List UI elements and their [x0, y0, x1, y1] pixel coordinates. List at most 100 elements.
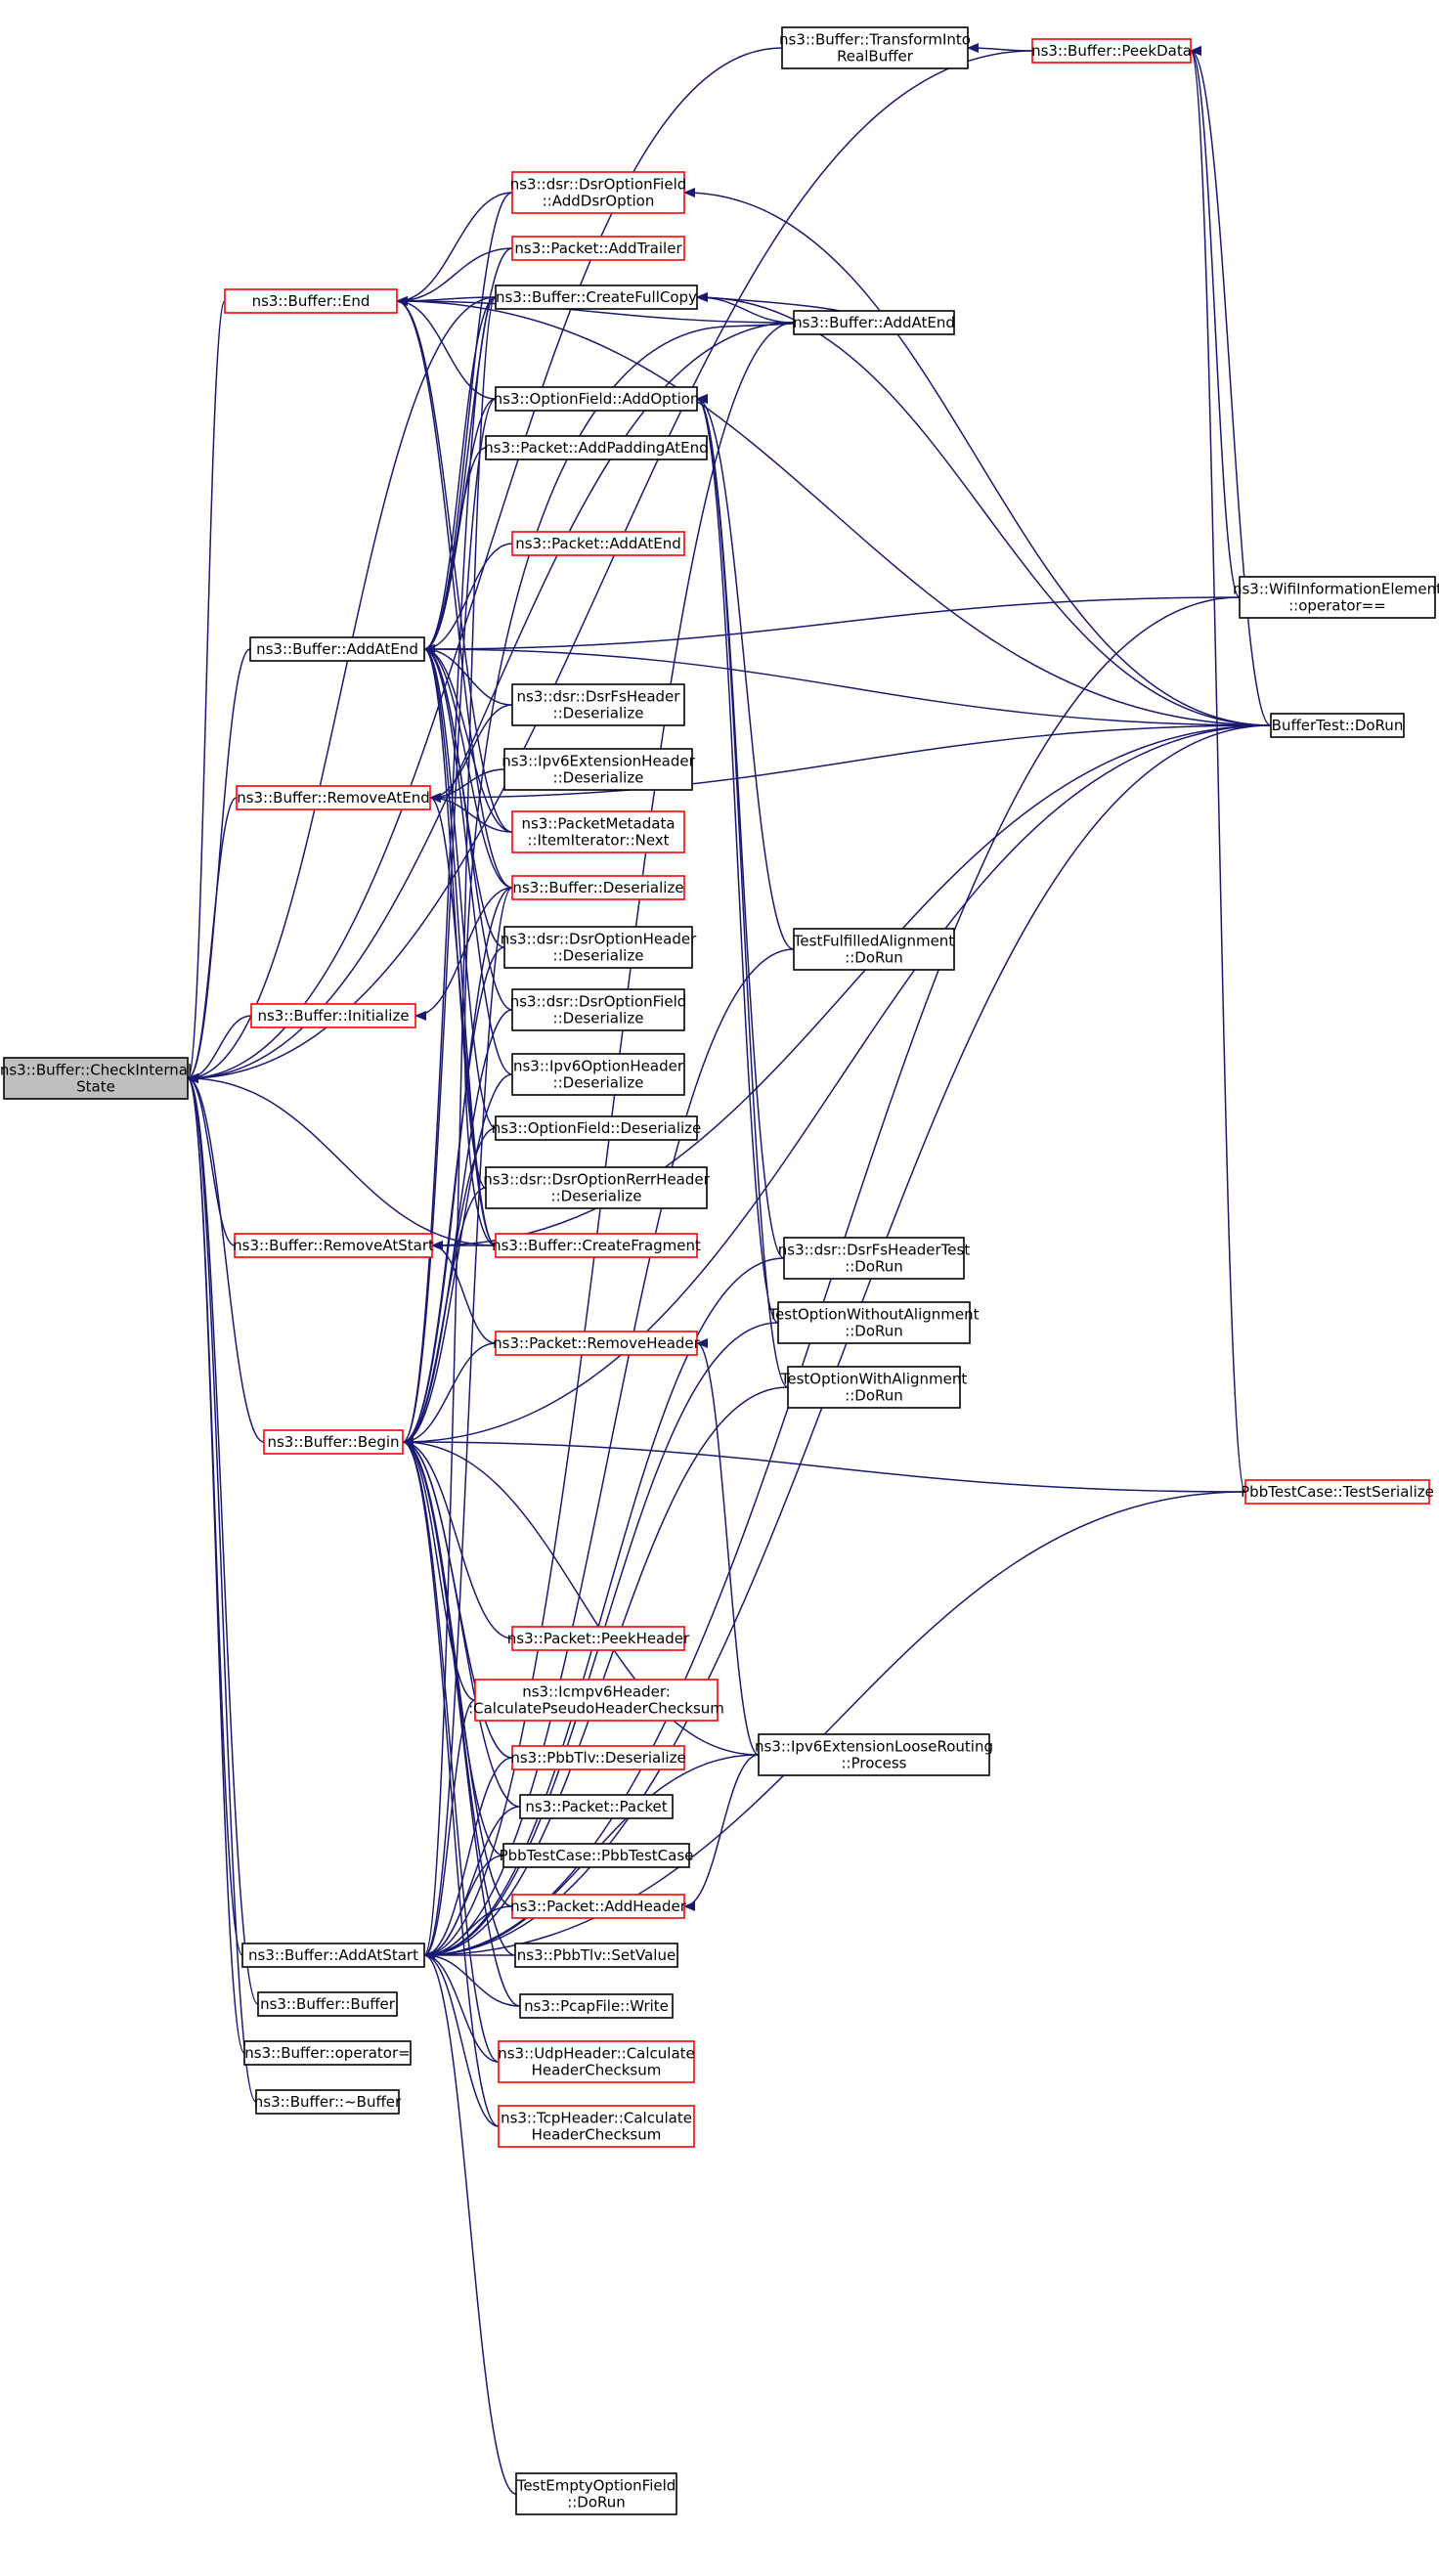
graph-edge	[696, 394, 785, 1259]
graph-edge	[696, 394, 779, 1324]
graph-edge	[423, 543, 513, 654]
edge-testwith-to-addoption	[696, 394, 789, 1388]
node-label: ns3::dsr::DsrFsHeaderTest	[778, 1242, 971, 1259]
node-box	[263, 1429, 404, 1455]
edge-pktmeta-to-addatend	[423, 644, 513, 833]
graph-node-dsroptheader[interactable]: ns3::dsr::DsrOptionHeader::Deserialize	[501, 926, 697, 969]
graph-node-addpadding[interactable]: ns3::Packet::AddPaddingAtEnd	[484, 435, 709, 460]
node-label: ::Deserialize	[553, 1074, 644, 1092]
graph-node-bufassign[interactable]: ns3::Buffer::operator=	[243, 2040, 412, 2066]
node-label: ns3::dsr::DsrOptionHeader	[501, 931, 697, 948]
node-label: ns3::OptionField::Deserialize	[492, 1119, 702, 1137]
edge-addatend2-to-end	[396, 296, 795, 324]
graph-node-ipv6opt[interactable]: ns3::Ipv6OptionHeader::Deserialize	[511, 1053, 685, 1096]
edge-pbbserialize-to-begin	[402, 1437, 1246, 1493]
graph-node-testfulfilled[interactable]: TestFulfilledAlignment::DoRun	[793, 928, 955, 971]
graph-node-dsroptfield[interactable]: ns3::dsr::DsrOptionField::Deserialize	[510, 988, 687, 1031]
edge-ipv6opt-to-begin	[402, 1073, 513, 1447]
edge-udpchk-to-begin	[402, 1437, 500, 2063]
graph-node-pcapwrite[interactable]: ns3::PcapFile::Write	[519, 1993, 674, 2019]
edge-bufbuffer-to-check	[187, 1073, 259, 2005]
graph-node-createfull[interactable]: ns3::Buffer::CreateFullCopy	[495, 284, 698, 310]
graph-node-optfielddeser[interactable]: ns3::OptionField::Deserialize	[492, 1115, 702, 1141]
graph-edge	[423, 1950, 500, 2127]
graph-edge	[423, 644, 513, 706]
graph-node-pktmeta[interactable]: ns3::PacketMetadata::ItemIterator::Next	[511, 810, 685, 853]
edge-pbbtlvdeser-to-addatstart	[423, 1757, 513, 1960]
graph-node-dsrfstest[interactable]: ns3::dsr::DsrFsHeaderTest::DoRun	[778, 1237, 971, 1280]
edge-buffertest-to-end	[396, 296, 1272, 726]
graph-node-buffertest[interactable]: BufferTest::DoRun	[1270, 713, 1405, 738]
graph-node-testempty[interactable]: TestEmptyOptionField::DoRun	[515, 2472, 677, 2515]
graph-edge	[187, 322, 795, 1083]
node-label: ns3::Buffer::Initialize	[257, 1007, 409, 1025]
graph-node-removeatstart[interactable]: ns3::Buffer::RemoveAtStart	[233, 1233, 434, 1258]
graph-node-testwith[interactable]: TestOptionWithAlignment::DoRun	[780, 1366, 968, 1409]
graph-node-addtrailer[interactable]: ns3::Packet::AddTrailer	[511, 236, 685, 261]
edge-pcapwrite-to-addatstart	[423, 1950, 521, 2007]
node-label: ns3::Buffer::PeekData	[1031, 42, 1192, 60]
graph-node-initialize[interactable]: ns3::Buffer::Initialize	[250, 1003, 416, 1028]
graph-node-pbbserialize[interactable]: PbbTestCase::TestSerialize	[1241, 1479, 1434, 1505]
graph-edge	[402, 1437, 500, 2127]
graph-node-addoption[interactable]: ns3::OptionField::AddOption	[494, 386, 700, 412]
graph-node-addatend[interactable]: ns3::Buffer::AddAtEnd	[249, 636, 425, 662]
node-box	[1239, 576, 1436, 619]
graph-node-createfrag[interactable]: ns3::Buffer::CreateFragment	[492, 1233, 701, 1258]
graph-node-addatend2[interactable]: ns3::Buffer::AddAtEnd	[793, 310, 955, 335]
node-label: ns3::Buffer::CreateFullCopy	[496, 288, 697, 306]
graph-edge	[423, 644, 513, 1075]
graph-edge	[187, 1073, 245, 2054]
edge-addatend2-to-check	[187, 322, 795, 1083]
graph-edge	[423, 948, 795, 1960]
graph-edge	[429, 704, 513, 803]
graph-node-peekdata[interactable]: ns3::Buffer::PeekData	[1031, 38, 1192, 64]
node-label: TestFulfilledAlignment	[793, 933, 955, 950]
graph-node-addheader[interactable]: ns3::Packet::AddHeader	[510, 1894, 687, 1919]
graph-node-testwithout[interactable]: TestOptionWithoutAlignment::DoRun	[767, 1301, 980, 1344]
node-box	[495, 284, 698, 310]
graph-node-ipv6ext[interactable]: ns3::Ipv6ExtensionHeader::Deserialize	[501, 748, 696, 791]
edge-removeatstart-to-check	[187, 1073, 236, 1246]
graph-node-addatstart[interactable]: ns3::Buffer::AddAtStart	[241, 1943, 425, 1968]
graph-edge	[463, 292, 850, 1246]
graph-node-pktpacket[interactable]: ns3::Packet::Packet	[519, 1794, 674, 1819]
node-label: ns3::Buffer::CreateFragment	[492, 1237, 701, 1254]
graph-node-dsrfs[interactable]: ns3::dsr::DsrFsHeader::Deserialize	[511, 683, 685, 726]
edge-adddsr-to-end	[396, 192, 513, 306]
graph-edge	[402, 1437, 521, 1808]
graph-node-removeatend[interactable]: ns3::Buffer::RemoveAtEnd	[236, 785, 431, 810]
graph-node-adddsr[interactable]: ns3::dsr::DsrOptionField::AddDsrOption	[510, 171, 687, 214]
node-label: ::Deserialize	[553, 947, 644, 965]
edge-testfulfilled-to-addoption	[696, 394, 795, 950]
graph-node-removeheader[interactable]: ns3::Packet::RemoveHeader	[493, 1331, 701, 1356]
graph-node-ipv6loose[interactable]: ns3::Ipv6ExtensionLooseRouting::Process	[755, 1733, 993, 1776]
graph-node-begin[interactable]: ns3::Buffer::Begin	[263, 1429, 404, 1455]
node-box	[485, 435, 708, 460]
graph-node-wifiop[interactable]: ns3::WifiInformationElement::operator==	[1233, 576, 1439, 619]
graph-node-bufdeser[interactable]: ns3::Buffer::Deserialize	[511, 875, 685, 900]
graph-node-peekheader[interactable]: ns3::Packet::PeekHeader	[507, 1626, 690, 1651]
graph-node-icmpv6[interactable]: ns3::Icmpv6Header::CalculatePseudoHeader…	[468, 1679, 724, 1722]
graph-node-pbbtestcase[interactable]: PbbTestCase::PbbTestCase	[500, 1843, 694, 1868]
graph-node-pktaddatend[interactable]: ns3::Packet::AddAtEnd	[511, 531, 685, 556]
edge-peekheader-to-begin	[402, 1437, 513, 1639]
graph-edge	[402, 1437, 513, 1639]
graph-node-bufbuffer[interactable]: ns3::Buffer::Buffer	[257, 1991, 398, 2017]
graph-edge	[187, 296, 497, 1083]
graph-node-pbbtlvdeser[interactable]: ns3::PbbTlv::Deserialize	[510, 1745, 686, 1770]
graph-node-bufdtor[interactable]: ns3::Buffer::~Buffer	[254, 2089, 402, 2115]
graph-edge	[423, 1699, 476, 1960]
node-label: ::DoRun	[845, 1387, 903, 1405]
graph-node-dsrrerr[interactable]: ns3::dsr::DsrOptionRerrHeader::Deseriali…	[483, 1166, 711, 1209]
graph-edge	[683, 188, 1272, 726]
graph-node-pbbsetvalue[interactable]: ns3::PbbTlv::SetValue	[514, 1943, 678, 1968]
node-label: TestEmptyOptionField	[516, 2477, 676, 2495]
node-box	[511, 988, 685, 1031]
graph-node-end[interactable]: ns3::Buffer::End	[224, 288, 398, 314]
edge-pktpacket-to-begin	[402, 1437, 521, 1808]
graph-edge	[396, 296, 513, 833]
